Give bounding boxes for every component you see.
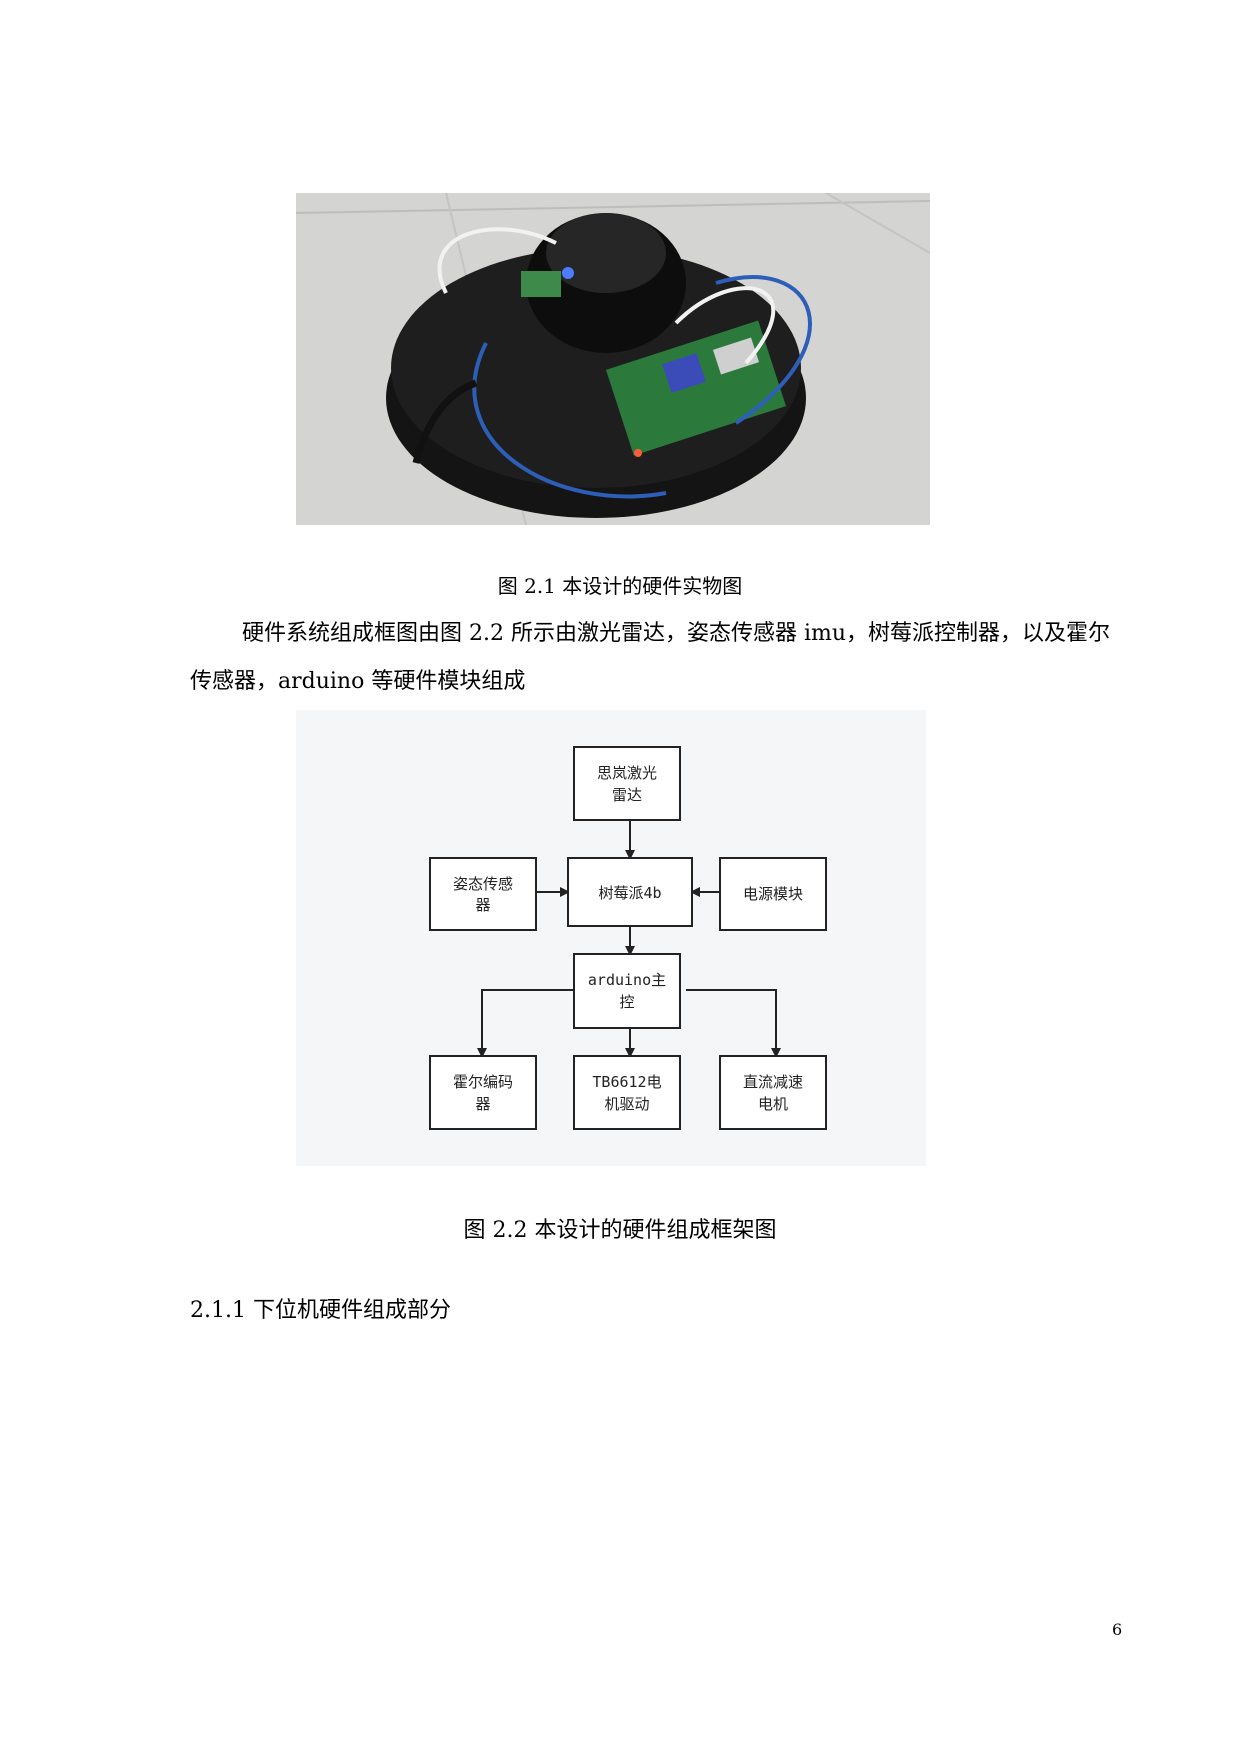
section-heading: 2.1.1 下位机硬件组成部分 xyxy=(190,1298,451,1323)
robot-illustration xyxy=(296,193,930,525)
node-arduino-line-1: arduino主 xyxy=(588,971,666,989)
node-imu: 姿态传感 器 xyxy=(429,857,537,931)
node-driver-line-1: TB6612电 xyxy=(592,1073,661,1091)
node-hall-line-1: 霍尔编码 xyxy=(453,1073,513,1091)
node-motor-line-1: 直流减速 xyxy=(743,1073,803,1091)
node-driver: TB6612电 机驱动 xyxy=(573,1055,681,1130)
hardware-photo xyxy=(296,193,930,525)
node-power: 电源模块 xyxy=(719,857,827,931)
node-power-line-1: 电源模块 xyxy=(743,885,803,903)
node-pi-line-1: 树莓派4b xyxy=(598,884,661,902)
node-lidar: 思岚激光 雷达 xyxy=(573,746,681,821)
body-paragraph: 硬件系统组成框图由图 2.2 所示由激光雷达，姿态传感器 imu，树莓派控制器，… xyxy=(190,621,1111,694)
hardware-block-diagram: 思岚激光 雷达 姿态传感 器 树莓派4b 电源模块 arduino主 控 霍尔编… xyxy=(296,710,926,1166)
node-hall: 霍尔编码 器 xyxy=(429,1055,537,1130)
arrow-arduino-to-hall xyxy=(477,989,574,1058)
node-motor: 直流减速 电机 xyxy=(719,1055,827,1130)
node-lidar-line-1: 思岚激光 xyxy=(597,764,657,782)
node-imu-line-2: 器 xyxy=(475,896,490,914)
figure-2-caption: 图 2.2 本设计的硬件组成框架图 xyxy=(463,1218,777,1243)
figure-1-caption: 图 2.1 本设计的硬件实物图 xyxy=(497,574,743,598)
node-motor-line-2: 电机 xyxy=(758,1095,788,1113)
node-lidar-line-2: 雷达 xyxy=(612,786,642,804)
arrow-arduino-to-motor xyxy=(686,989,781,1058)
page-number: 6 xyxy=(1112,1620,1123,1639)
node-driver-line-2: 机驱动 xyxy=(604,1095,649,1113)
node-arduino: arduino主 控 xyxy=(573,953,681,1029)
node-hall-line-2: 器 xyxy=(475,1095,490,1113)
node-imu-line-1: 姿态传感 xyxy=(453,875,513,893)
node-pi: 树莓派4b xyxy=(567,857,693,927)
node-arduino-line-2: 控 xyxy=(619,993,634,1011)
connectors xyxy=(477,820,781,1058)
